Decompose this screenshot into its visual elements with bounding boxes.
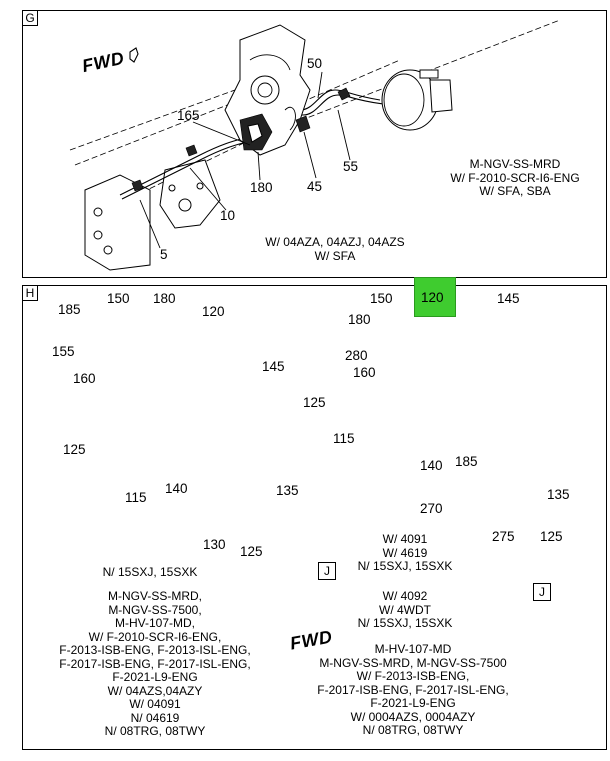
callout-125: 125 xyxy=(240,544,263,559)
callout-125: 125 xyxy=(63,442,86,457)
note-line: W/ 4091 xyxy=(382,532,428,546)
callout-55: 55 xyxy=(343,159,359,174)
callout-135: 135 xyxy=(276,483,299,498)
note-line: F-2017-ISB-ENG, F-2017-ISL-ENG, xyxy=(59,656,251,671)
panel-g-artwork xyxy=(69,19,561,271)
note-line: W/ F-2013-ISB-ENG, xyxy=(356,669,470,683)
note-line: W/ 4092 xyxy=(382,589,428,603)
callout-50: 50 xyxy=(307,56,323,71)
panel-g-note-bottom: W/ 04AZA, 04AZJ, 04AZS W/ SFA xyxy=(250,235,420,263)
note-line: W/ F-2010-SCR-I6-ENG xyxy=(450,170,580,185)
callout-120-highlighted: 120 xyxy=(421,290,444,305)
callout-45: 45 xyxy=(307,179,323,194)
panel-h-tag: H xyxy=(23,286,38,301)
note-line: N/ 04619 xyxy=(130,710,180,725)
callout-180: 180 xyxy=(250,180,273,195)
panel-h-left-note-main: M-NGV-SS-MRD, M-NGV-SS-7500, M-HV-107-MD… xyxy=(45,589,265,739)
callout-160: 160 xyxy=(73,371,96,386)
note-line: M-NGV-SS-7500, xyxy=(108,602,202,617)
callout-130: 130 xyxy=(203,537,226,552)
panel-h-right-note-2: W/ 4092 W/ 4WDT N/ 15SXJ, 15SXK xyxy=(340,589,470,631)
callout-125: 125 xyxy=(540,529,563,544)
callout-275: 275 xyxy=(492,529,515,544)
callout-120: 120 xyxy=(202,304,225,319)
view-ref-j-right: J xyxy=(533,583,551,601)
note-line: M-HV-107-MD xyxy=(374,642,452,656)
note-line: W/ 0004AZS, 0004AZY xyxy=(350,709,476,724)
callout-185: 185 xyxy=(58,302,81,317)
note-line: W/ SFA, SBA xyxy=(479,184,551,198)
callout-150: 150 xyxy=(107,291,130,306)
callout-135: 135 xyxy=(547,487,570,502)
note-line: W/ F-2010-SCR-I6-ENG, xyxy=(88,629,222,644)
note-line: F-2021-L9-ENG xyxy=(112,670,198,684)
highlight-box-120 xyxy=(414,277,456,317)
callout-140: 140 xyxy=(165,481,188,496)
note-line: N/ 08TRG, 08TWY xyxy=(362,723,464,737)
note-line: F-2021-L9-ENG xyxy=(370,696,456,710)
note-line: M-NGV-SS-MRD, xyxy=(108,589,202,603)
callout-165: 165 xyxy=(177,108,200,123)
note-line: W/ 04091 xyxy=(129,697,181,711)
note-line: M-NGV-SS-MRD, M-NGV-SS-7500 xyxy=(319,655,507,670)
note-line: W/ SFA xyxy=(314,248,356,263)
note-line: N/ 15SXJ, 15SXK xyxy=(357,559,453,573)
note-line: W/ 4WDT xyxy=(379,602,431,617)
panel-h-left-note-top: N/ 15SXJ, 15SXK xyxy=(102,565,198,579)
callout-115: 115 xyxy=(333,431,355,446)
callout-180: 180 xyxy=(153,291,176,306)
callout-145: 145 xyxy=(497,291,520,306)
note-line: F-2017-ISB-ENG, F-2017-ISL-ENG, xyxy=(317,682,509,697)
note-line: W/ 4619 xyxy=(382,545,428,560)
note-line: F-2013-ISB-ENG, F-2013-ISL-ENG, xyxy=(59,643,251,657)
callout-270: 270 xyxy=(420,501,443,516)
note-line: M-NGV-SS-MRD xyxy=(469,157,561,171)
note-line: W/ 04AZA, 04AZJ, 04AZS xyxy=(265,235,405,249)
panel-h-right-note-1: W/ 4091 W/ 4619 N/ 15SXJ, 15SXK xyxy=(340,532,470,574)
note-line: W/ 04AZS,04AZY xyxy=(107,683,203,698)
callout-125: 125 xyxy=(303,395,326,410)
callout-140: 140 xyxy=(420,458,443,473)
callout-115: 115 xyxy=(125,490,147,505)
note-line: M-HV-107-MD, xyxy=(114,616,195,630)
view-ref-j-left: J xyxy=(318,562,336,580)
callout-150: 150 xyxy=(370,291,393,306)
callout-180: 180 xyxy=(348,312,371,327)
panel-h: H xyxy=(22,285,607,750)
callout-10: 10 xyxy=(220,208,236,223)
panel-g-note-main: M-NGV-SS-MRD W/ F-2010-SCR-I6-ENG W/ SFA… xyxy=(440,157,590,199)
callout-5: 5 xyxy=(160,247,168,262)
callout-185: 185 xyxy=(455,454,478,469)
panel-g-tag: G xyxy=(23,11,38,26)
callout-155: 155 xyxy=(52,344,75,359)
note-line: N/ 15SXJ, 15SXK xyxy=(357,616,453,630)
panel-h-right-note-3: M-HV-107-MD M-NGV-SS-MRD, M-NGV-SS-7500 … xyxy=(308,642,518,738)
callout-160: 160 xyxy=(353,365,376,380)
note-line: N/ 08TRG, 08TWY xyxy=(104,724,206,738)
callout-145: 145 xyxy=(262,359,285,374)
callout-280: 280 xyxy=(345,348,368,363)
